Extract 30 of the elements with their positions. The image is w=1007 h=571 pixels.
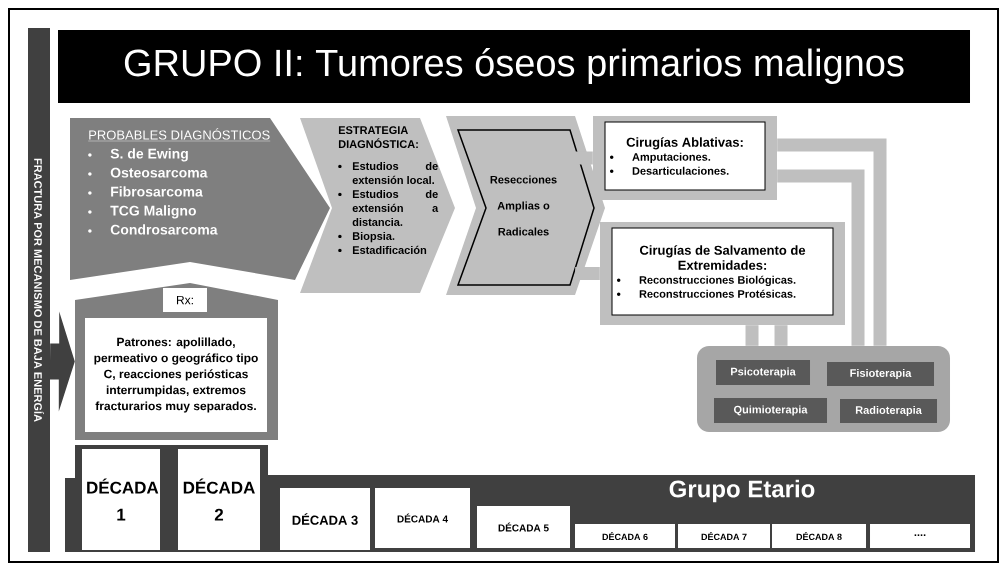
decade-box: DÉCADA 5 <box>477 506 570 548</box>
therapy-box: Quimioterapia <box>714 398 827 423</box>
node-label: DÉCADA 1 <box>87 478 159 521</box>
title-band: GRUPO II: Tumores óseos primarios malignos <box>58 30 970 103</box>
therapy-box: Psicoterapia <box>716 360 810 385</box>
decade-box: DÉCADA 6 <box>575 524 675 548</box>
node-label: DÉCADA 7 <box>701 531 747 541</box>
decade-box: DÉCADA 2 <box>178 449 260 550</box>
decade-box: DÉCADA 8 <box>772 524 866 548</box>
arrow <box>49 311 75 412</box>
connector-band <box>575 267 600 280</box>
node-label: DÉCADA 8 <box>796 531 842 541</box>
connector-band <box>777 169 865 346</box>
rx-panel: Rx: Patrones: apolillado, permeativo o geográfico tipo C, reacciones periósticas interrumpidas, extremos fracturarios muy separados. <box>75 283 278 440</box>
treatment-box: Cirugías de Salvamento de Extremidades: Reconstrucciones Biológicas. Reconstrucciones Protésicas. <box>600 222 845 325</box>
decade-box: DÉCADA 1 <box>82 449 160 550</box>
decade-box: DÉCADA 7 <box>678 524 770 548</box>
connector-band <box>575 151 593 165</box>
therapy-box: Radioterapia <box>840 399 937 423</box>
side-band: FRACTURA POR MECANISMO DE BAJA ENERGÍA <box>28 28 50 552</box>
node-label: DÉCADA 2 <box>183 478 255 521</box>
node-label: DÉCADA 3 <box>292 513 358 525</box>
connector-band <box>777 138 887 346</box>
treatment-box: Cirugías Ablativas: Amputaciones. Desarticulaciones. <box>593 116 777 200</box>
decade-box: .... <box>870 524 970 548</box>
connector-band <box>774 325 788 346</box>
decade-box: DÉCADA 3 <box>280 488 370 550</box>
decade-box: DÉCADA 4 <box>375 488 470 548</box>
connector-band <box>745 325 759 346</box>
therapy-box: Fisioterapia <box>827 362 934 386</box>
